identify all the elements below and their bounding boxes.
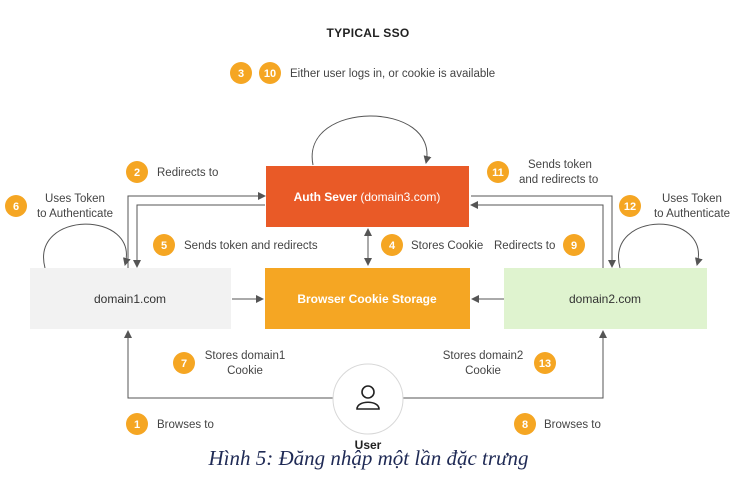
figure-caption: Hình 5: Đăng nhập một lần đặc trưng (208, 446, 529, 470)
step-badge (619, 195, 641, 217)
domain2-label: domain2.com (569, 292, 641, 306)
step-number: 2 (134, 167, 140, 179)
domain1-self-loop (43, 223, 131, 269)
step-badge (230, 62, 252, 84)
arrow-domain2-to-auth (470, 201, 604, 268)
cookie-storage-node: Browser Cookie Storage (265, 268, 470, 329)
arrow-user-to-domain2 (403, 330, 607, 399)
step-5: 5 Sends token and redirects (153, 234, 318, 256)
step-11: 11 Sends token and redirects to (487, 159, 598, 186)
arrow-auth-to-domain1 (133, 204, 265, 268)
diagram-title: TYPICAL SSO (326, 26, 409, 40)
step-text: Sends token and redirects (184, 240, 318, 252)
step-number: 7 (181, 358, 187, 370)
step-badge (153, 234, 175, 256)
step-number: 3 (238, 68, 244, 80)
step-2: 2 Redirects to (126, 161, 218, 183)
top-note: 3 10 Either user logs in, or cookie is a… (230, 62, 495, 84)
step-6: 6 Uses Token to Authenticate (5, 193, 113, 220)
arrow-user-to-domain1 (124, 330, 333, 399)
step-text: Browses to (544, 419, 601, 431)
step-1: 1 Browses to (126, 413, 214, 435)
step-number: 11 (492, 167, 504, 179)
step-number: 13 (539, 358, 551, 370)
step-badge (5, 195, 27, 217)
step-badge (563, 234, 585, 256)
step-text-line1: Stores domain1 (205, 350, 286, 362)
step-badge (487, 161, 509, 183)
step-text-line1: Stores domain2 (443, 350, 524, 362)
domain2-self-loop (618, 223, 703, 269)
step-badge (173, 352, 195, 374)
step-badge (381, 234, 403, 256)
step-text: Browses to (157, 419, 214, 431)
step-8: 8 Browses to (514, 413, 601, 435)
step-text: Redirects to (157, 167, 218, 179)
step-7: 7 Stores domain1 Cookie (173, 350, 285, 377)
auth-label-bold: Auth Sever (294, 190, 358, 204)
step-13: Stores domain2 Cookie 13 (443, 350, 556, 377)
arrow-domain1-to-auth (127, 192, 266, 268)
auth-self-loop (311, 115, 432, 166)
step-12: 12 Uses Token to Authenticate (619, 193, 730, 220)
top-note-text: Either user logs in, or cookie is availa… (290, 68, 495, 80)
step-number: 8 (522, 419, 528, 431)
domain1-node: domain1.com (30, 268, 231, 329)
step-text-line1: Uses Token (662, 193, 722, 205)
step-text-line2: Cookie (227, 365, 263, 377)
step-number: 4 (389, 240, 396, 252)
svg-text:Auth Sever (doma: Auth Sever (domain3.com) (294, 190, 441, 204)
user-label: User (355, 438, 382, 452)
step-text: Redirects to (494, 240, 555, 252)
step-number: 12 (624, 201, 636, 213)
step-number: 10 (264, 68, 276, 80)
step-number: 6 (13, 201, 19, 213)
arrow-auth-to-domain2 (471, 195, 616, 268)
step-text-line2: Cookie (465, 365, 501, 377)
storage-label: Browser Cookie Storage (297, 292, 437, 306)
step-badge (126, 413, 148, 435)
step-badge (126, 161, 148, 183)
step-number: 1 (134, 419, 140, 431)
domain1-label: domain1.com (94, 292, 166, 306)
step-text-line1: Sends token (528, 159, 592, 171)
step-badge (514, 413, 536, 435)
step-badge (259, 62, 281, 84)
step-text-line2: to Authenticate (37, 208, 113, 220)
connectors (43, 115, 703, 399)
auth-label-rest: (domain3.com) (360, 190, 440, 204)
step-number: 9 (571, 240, 577, 252)
step-text-line2: and redirects to (519, 174, 598, 186)
step-text: Stores Cookie (411, 240, 483, 252)
step-badge (534, 352, 556, 374)
user-icon (356, 385, 380, 410)
user-node: User (332, 363, 404, 452)
auth-server-node: Auth Sever (domain3.com) (266, 166, 469, 227)
step-text-line2: to Authenticate (654, 208, 730, 220)
step-text-line1: Uses Token (45, 193, 105, 205)
domain2-node: domain2.com (504, 268, 707, 329)
step-9: Redirects to 9 (494, 234, 585, 256)
step-number: 5 (161, 240, 167, 252)
step-4: 4 Stores Cookie (381, 234, 483, 256)
